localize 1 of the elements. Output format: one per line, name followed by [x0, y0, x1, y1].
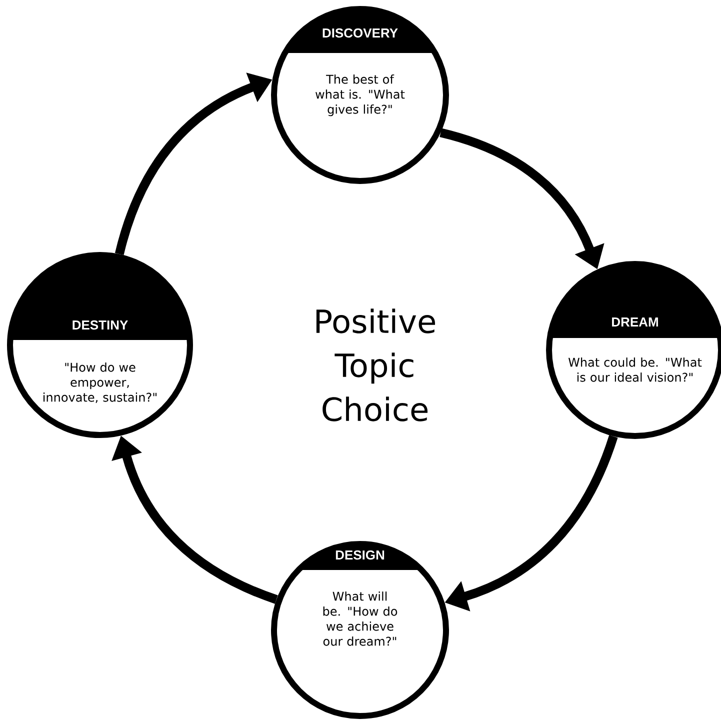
center-title: Positive Topic Choice	[316, 308, 436, 422]
